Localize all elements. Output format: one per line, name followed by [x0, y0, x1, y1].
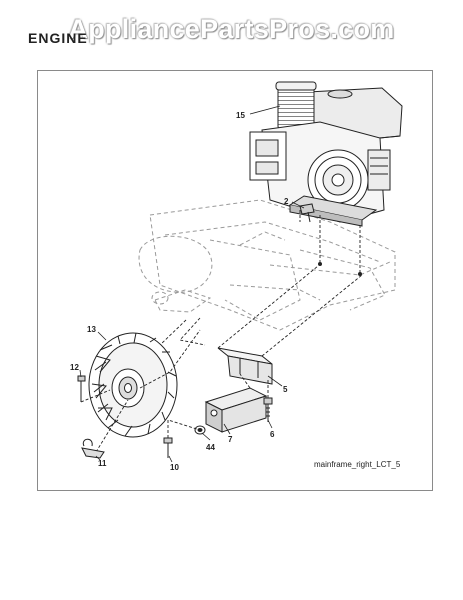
mounting-leader-lines — [299, 210, 361, 272]
callout-13: 13 — [87, 325, 96, 334]
pin-part-11 — [81, 438, 105, 459]
bolt-10-leader-line — [167, 419, 201, 438]
weight-leader-line — [239, 373, 251, 389]
callout-2: 2 — [284, 197, 289, 206]
section-title: ENGINE — [28, 30, 88, 46]
diagram-frame — [37, 70, 433, 491]
callout-10: 10 — [170, 463, 179, 472]
callout-5: 5 — [283, 385, 288, 394]
bolt-part-12 — [77, 375, 86, 402]
diagram-caption: mainframe_right_LCT_5 — [314, 460, 401, 469]
weight-part-7 — [204, 387, 268, 433]
engine-assembly — [249, 81, 403, 227]
callout-leaders — [79, 105, 305, 463]
callout-7: 7 — [228, 435, 233, 444]
bracket-part-5 — [217, 347, 273, 385]
wheel-leader-lines — [95, 329, 201, 453]
bolt-12-leader-line — [80, 389, 111, 403]
callout-44: 44 — [206, 443, 215, 452]
bracket-leader-lines — [159, 265, 363, 357]
watermark: AppliancePartsPros.com — [68, 14, 395, 44]
wheel-part-13 — [88, 332, 178, 438]
bolt-part-10 — [163, 437, 173, 458]
bolt-part-2 — [299, 203, 315, 223]
mount-hole — [318, 262, 322, 266]
callout-12: 12 — [70, 363, 79, 372]
callout-6: 6 — [270, 430, 275, 439]
mount-hole — [358, 272, 362, 276]
callout-11: 11 — [98, 459, 107, 468]
callout-15: 15 — [236, 111, 245, 120]
